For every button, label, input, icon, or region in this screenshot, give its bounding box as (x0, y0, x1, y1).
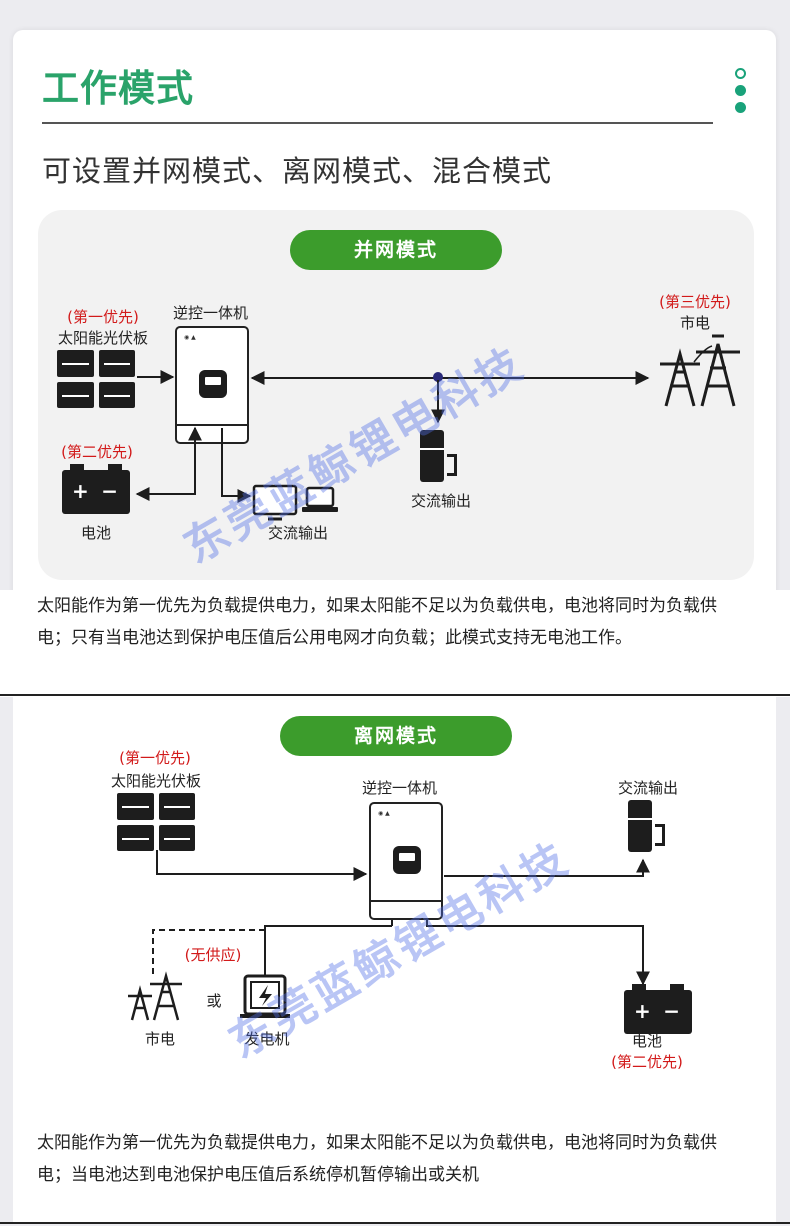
offgrid-battery-icon: +− (624, 984, 692, 1034)
offgrid-grid-label: 市电 (144, 1030, 175, 1048)
offgrid-battery-label: 电池 (631, 1032, 662, 1050)
offgrid-inverter-label: 逆控一体机 (362, 779, 438, 797)
battery-priority-label: (第二优先) (61, 443, 133, 461)
mode-summary: 可设置并网模式、离网模式、混合模式 (42, 154, 553, 188)
offgrid-solar-priority-label: (第一优先) (119, 749, 191, 767)
grid-label: 市电 (679, 314, 710, 332)
offgrid-fridge-side-icon (655, 824, 665, 846)
inverter-label: 逆控一体机 (173, 304, 249, 322)
ac-output-label-load: 交流输出 (410, 492, 471, 510)
grid-priority-label: (第三优先) (659, 293, 731, 311)
offgrid-fridge-icon (628, 800, 652, 852)
grid-mode-description-line2: 电；只有当电池达到保护电压值后公用电网才向负载；此模式支持无电池工作。 (37, 628, 632, 648)
fridge-side-icon (447, 454, 457, 476)
battery-label: 电池 (80, 524, 111, 542)
offgrid-description-line1: 太阳能作为第一优先为负载提供电力，如果太阳能不足以为负载供电，电池将同时为负载供 (37, 1133, 717, 1153)
pylon-icon (660, 334, 740, 407)
bottom-divider (0, 1222, 790, 1224)
inverter-icon: ◉ ▲ (175, 326, 249, 444)
pylon-icon-offgrid (128, 971, 182, 1021)
grid-mode-description-line1: 太阳能作为第一优先为负载提供电力，如果太阳能不足以为负载供电，电池将同时为负载供 (37, 596, 717, 616)
offgrid-inverter-icon: ◉ ▲ (369, 802, 443, 920)
off-grid-mode-pill: 离网模式 (280, 716, 512, 756)
decorative-dots-icon (735, 68, 747, 119)
grid-mode-pill: 并网模式 (290, 230, 502, 270)
or-label: 或 (206, 992, 222, 1010)
offgrid-description-line2: 电；当电池达到电池保护电压值后系统停机暂停输出或关机 (37, 1165, 479, 1185)
offgrid-solar-panel-icon (117, 793, 195, 851)
offgrid-ac-output-label: 交流输出 (617, 779, 678, 797)
title-divider (42, 122, 713, 124)
solar-priority-label: (第一优先) (67, 308, 139, 326)
solar-label: 太阳能光伏板 (57, 329, 148, 347)
ac-output-label: 交流输出 (267, 524, 328, 542)
section-divider (0, 694, 790, 696)
grid-mode-diagram (38, 210, 754, 580)
offgrid-battery-priority-label: (第二优先) (611, 1053, 683, 1071)
fridge-icon (420, 430, 444, 482)
generator-label: 发电机 (244, 1030, 290, 1048)
battery-icon: +− (62, 464, 130, 514)
section-title: 工作模式 (42, 67, 194, 110)
laptop-icon (302, 486, 338, 512)
monitor-icon (252, 484, 298, 521)
solar-panel-icon (57, 350, 135, 408)
offgrid-solar-label: 太阳能光伏板 (110, 772, 201, 790)
generator-icon (240, 974, 290, 1018)
middle-band (0, 590, 790, 697)
no-supply-label: (无供应) (184, 946, 242, 964)
